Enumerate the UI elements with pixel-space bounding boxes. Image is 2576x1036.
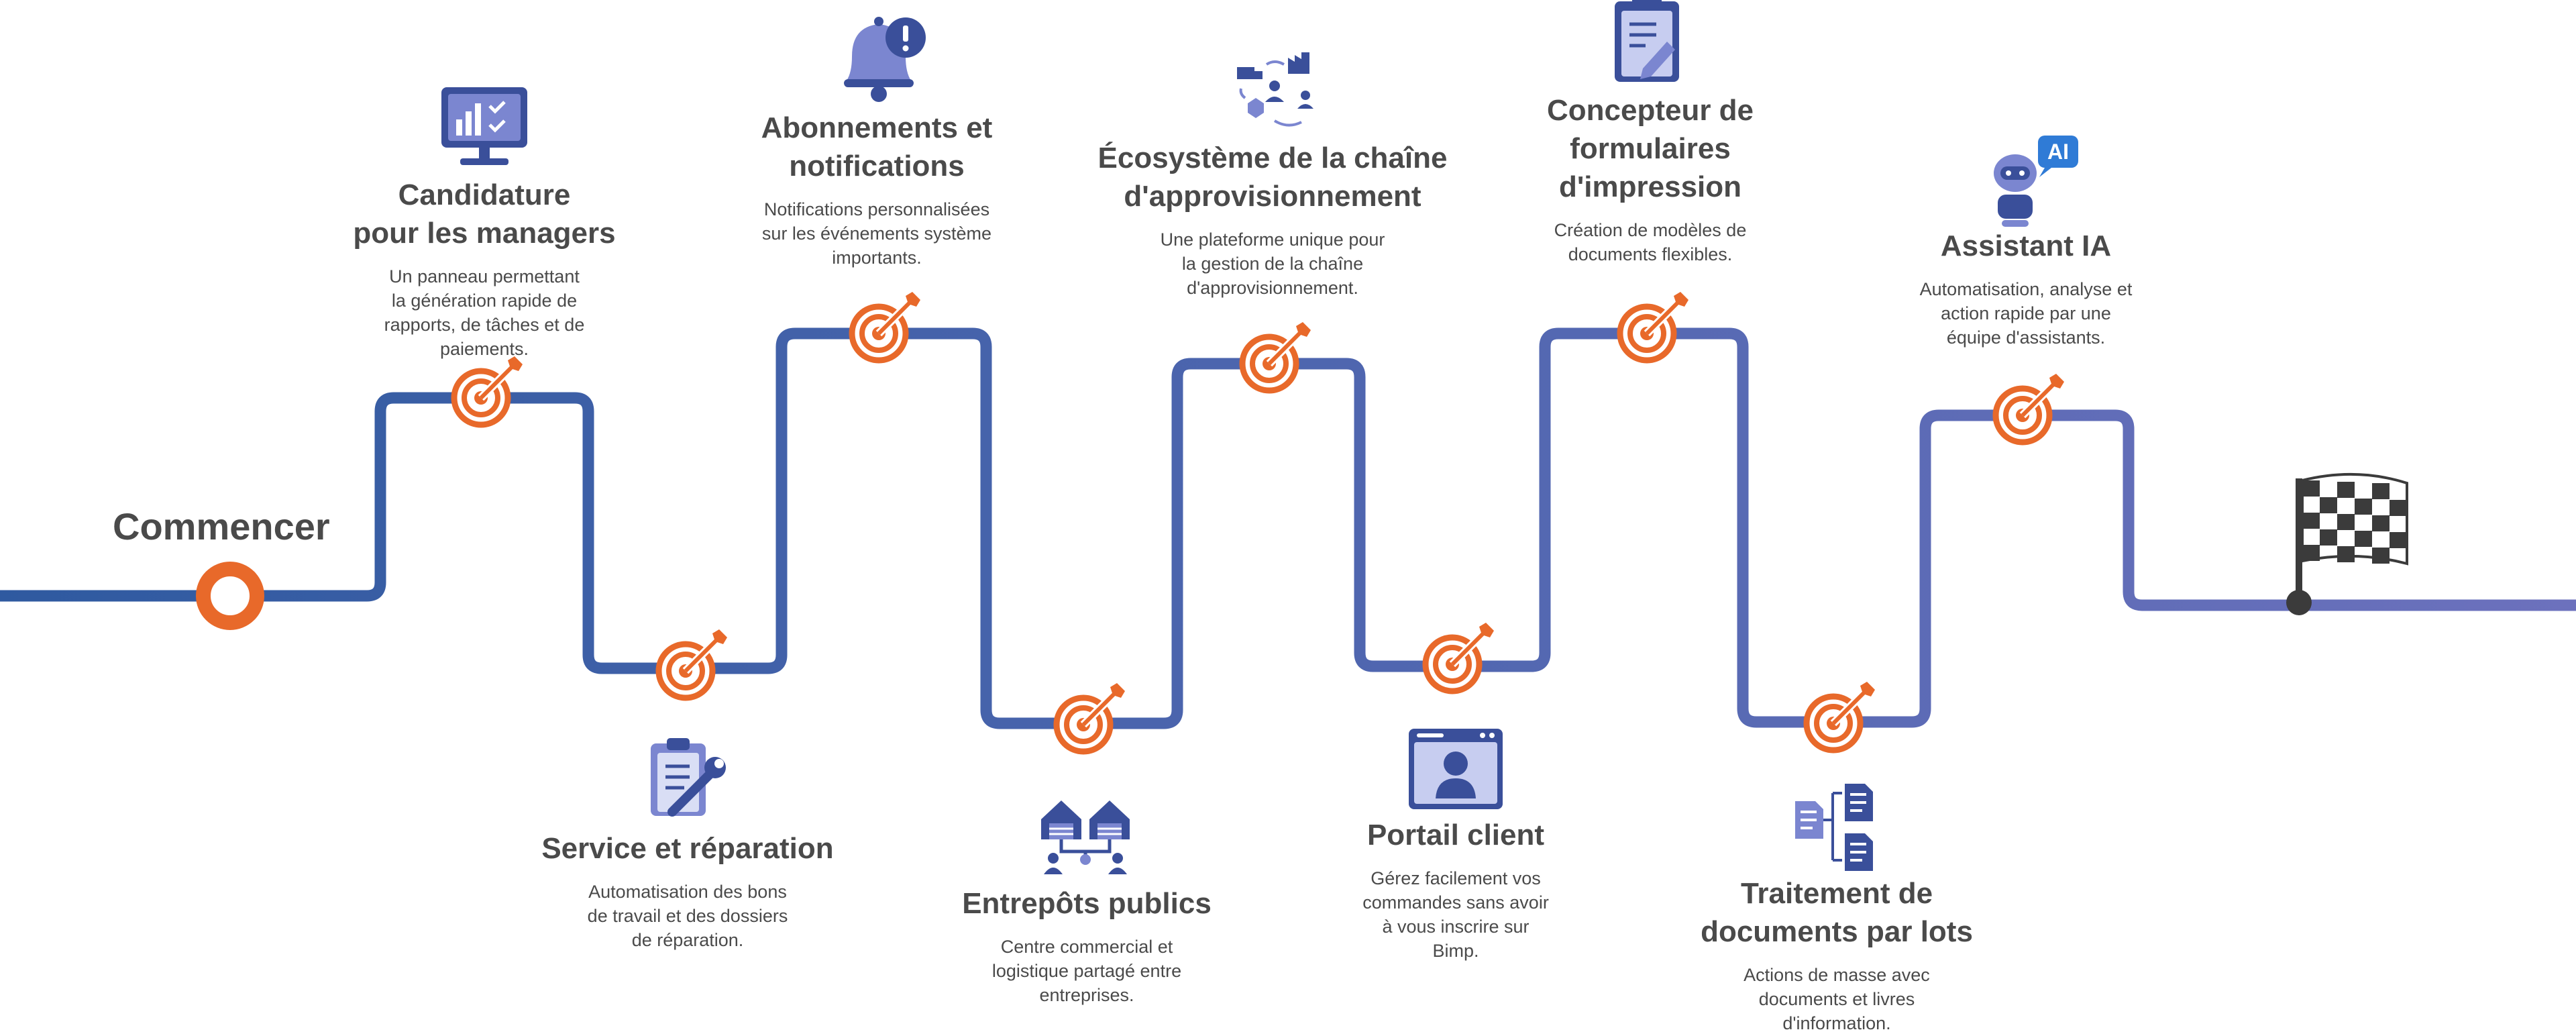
checkered-flag-icon [2286, 472, 2408, 615]
milestone-title: Assistant IA [1940, 229, 2112, 262]
target-marker-ecosysteme [1241, 322, 1311, 392]
milestone-description: Centre commercial et logistique partagé … [991, 937, 1182, 1005]
supply-chain-icon [1237, 52, 1313, 127]
milestone-title: Traitement de documents par lots [1701, 877, 1973, 948]
milestone-description: Un panneau permettant la génération rapi… [384, 266, 585, 359]
user-window-icon [1409, 729, 1503, 809]
bell-alert-icon [844, 17, 926, 102]
milestone-title: Portail client [1366, 819, 1545, 851]
warehouse-network-icon [1041, 800, 1130, 874]
start-label: Commencer [113, 505, 330, 548]
milestone-description: Automatisation des bons de travail et de… [587, 882, 788, 950]
target-marker-assistant [1994, 374, 2064, 444]
milestone-description: Actions de masse avec documents et livre… [1743, 965, 1930, 1033]
start-marker [196, 562, 264, 630]
milestone-title: Service et réparation [541, 832, 834, 865]
milestone-assistant: Assistant IA Automatisation, analyse et a… [1885, 227, 2167, 350]
milestone-candidature: Candidature pour les managers Un panneau … [310, 176, 659, 361]
robot-ai-icon: AI [1994, 136, 2078, 227]
milestone-title: Écosystème de la chaîne d'approvisionnem… [1097, 142, 1448, 213]
roadmap-path [0, 327, 2576, 729]
target-marker-candidature [453, 356, 523, 426]
milestone-description: Gérez facilement vos commandes sans avoi… [1362, 868, 1549, 961]
milestone-description: Création de modèles de documents flexibl… [1554, 220, 1747, 264]
target-marker-concepteur [1619, 292, 1688, 362]
document-batch-icon [1795, 784, 1873, 871]
milestone-description: Automatisation, analyse et action rapide… [1919, 279, 2133, 348]
milestone-title: Abonnements et notifications [761, 111, 993, 183]
milestone-ecosysteme: Écosystème de la chaîne d'approvisionnem… [1065, 139, 1481, 300]
milestone-title: Candidature pour les managers [353, 178, 616, 250]
milestone-title: Concepteur de formulaires d'impression [1546, 94, 1754, 203]
svg-text:AI: AI [2047, 140, 2069, 164]
milestone-description: Une plateforme unique pour la gestion de… [1160, 229, 1385, 298]
clipboard-pen-icon [1615, 0, 1679, 82]
monitor-dashboard-icon [441, 87, 527, 165]
clipboard-wrench-icon [651, 738, 726, 817]
milestone-title: Entrepôts publics [962, 887, 1212, 920]
target-marker-portail [1424, 623, 1494, 692]
target-marker-abonnements [851, 292, 920, 362]
milestone-description: Notifications personnalisées sur les évé… [761, 199, 992, 268]
